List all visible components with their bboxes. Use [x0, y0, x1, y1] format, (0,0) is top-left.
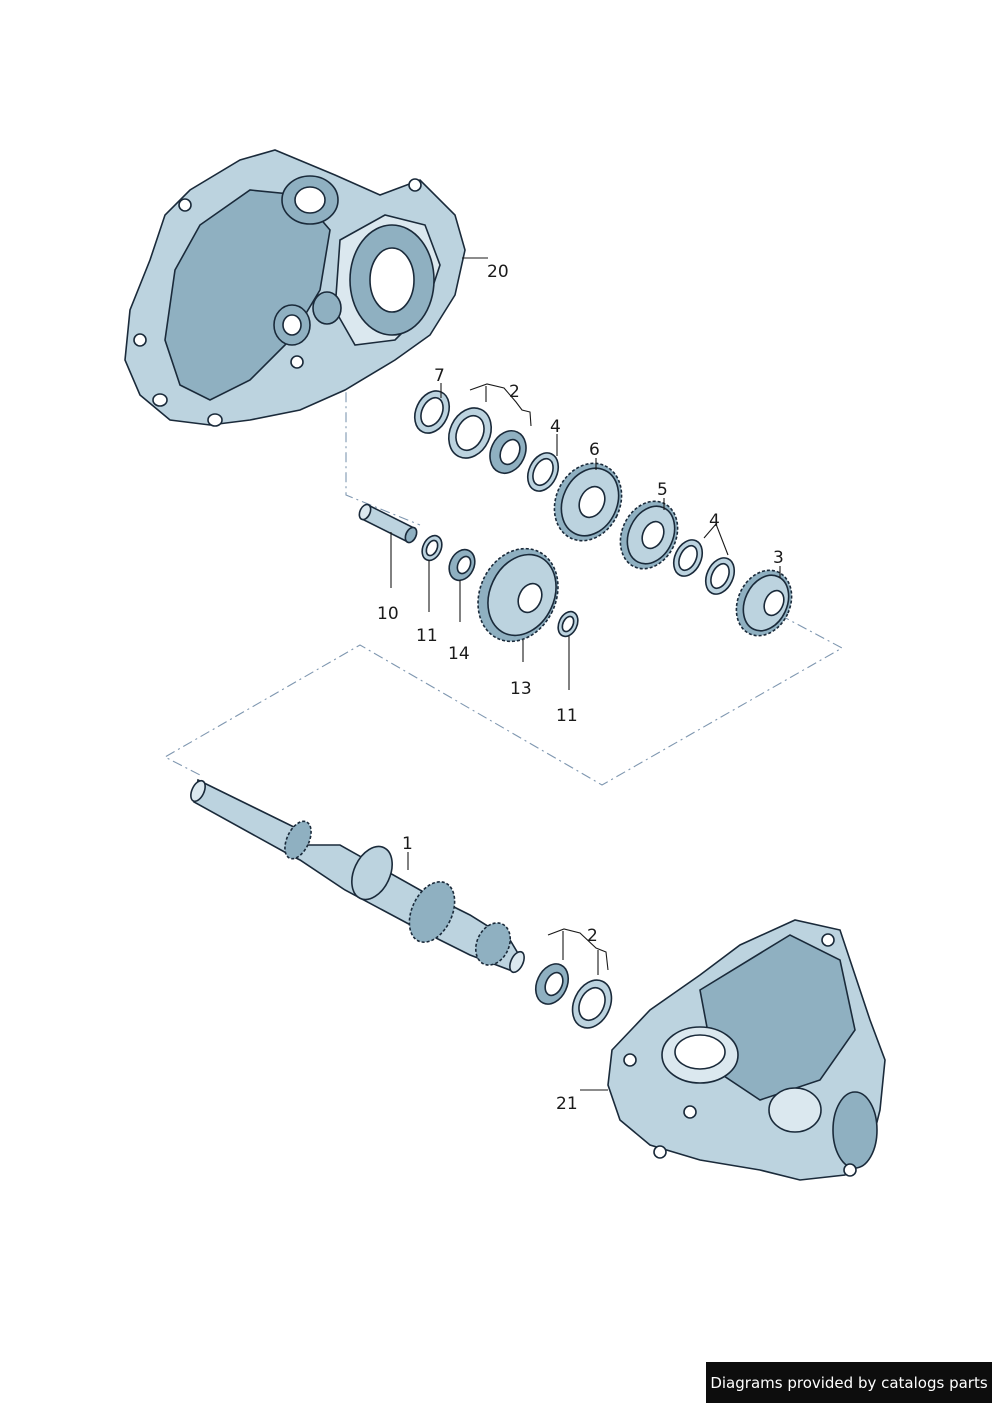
pin-10-icon: [358, 503, 418, 544]
callout-10: 10: [377, 604, 399, 624]
bearing-cup-2-icon: [448, 407, 492, 459]
gear-13-icon: [477, 547, 559, 643]
washer-11b-icon: [557, 610, 579, 638]
spacer-ring-4b-icon: [672, 539, 736, 595]
callout-2b: 2: [587, 926, 598, 946]
callout-4b: 4: [709, 511, 720, 531]
roller-bearing-2-icon: [489, 430, 527, 474]
bearing-cup-2b-icon: [571, 979, 613, 1029]
credit-banner: Diagrams provided by catalogs parts: [706, 1362, 992, 1403]
housing-21-icon: [607, 919, 886, 1181]
leader-2b: [547, 928, 609, 971]
housing-20-icon: [124, 149, 466, 427]
callout-3: 3: [773, 548, 784, 568]
callout-7: 7: [434, 366, 445, 386]
callout-11b: 11: [556, 706, 578, 726]
callout-21: 21: [556, 1094, 578, 1114]
callout-13: 13: [510, 679, 532, 699]
spacer-ring-4-icon: [526, 452, 560, 492]
gear-6-icon: [553, 462, 623, 542]
callout-1: 1: [402, 834, 413, 854]
shaft-1-icon: [190, 778, 525, 974]
callout-14: 14: [448, 644, 470, 664]
bearing-ring-7-icon: [413, 390, 451, 434]
assembly-line-mid: [163, 614, 844, 786]
leader-4b: [703, 522, 729, 556]
callout-5: 5: [657, 480, 668, 500]
callout-6: 6: [589, 440, 600, 460]
callout-11a: 11: [416, 626, 438, 646]
callout-4a: 4: [550, 417, 561, 437]
callout-2a: 2: [509, 382, 520, 402]
roller-bearing-2b-icon: [534, 963, 570, 1005]
washer-11a-icon: [421, 534, 443, 562]
needle-bearing-14-icon: [448, 548, 476, 582]
gear-3-icon: [735, 569, 793, 637]
callout-20: 20: [487, 262, 509, 282]
leader-2a: [469, 383, 532, 427]
gear-5-icon: [619, 500, 679, 570]
